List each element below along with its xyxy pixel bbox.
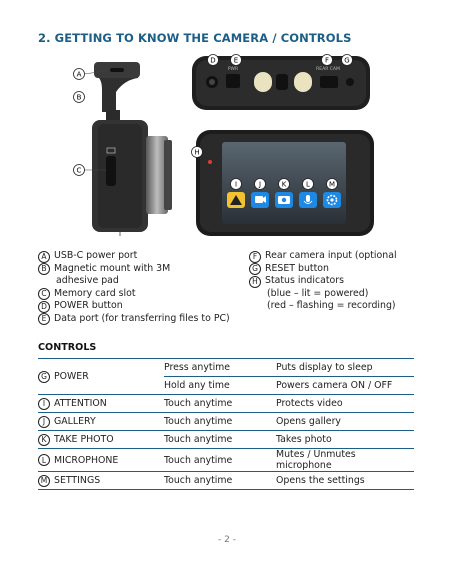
status-led-icon <box>208 160 212 164</box>
callout-l: L <box>306 181 310 189</box>
legend-right: F Rear camera input (optional G RESET bu… <box>249 250 397 313</box>
table-row: J GALLERY Touch anytime Opens gallery <box>38 412 414 431</box>
callout-d: D <box>210 57 215 65</box>
legend-item-g: G RESET button <box>249 262 397 275</box>
callout-g: G <box>344 57 349 65</box>
legend-text: Data port (for transferring files to PC) <box>54 312 230 324</box>
table-row: Hold any time Powers camera ON / OFF <box>38 376 414 395</box>
callout-c: C <box>77 167 82 175</box>
control-result: Puts display to sleep <box>276 358 414 377</box>
table-row: G POWER Press anytime Puts display to sl… <box>38 358 414 395</box>
controls-table: G POWER Press anytime Puts display to sl… <box>38 358 414 490</box>
table-row: M SETTINGS Touch anytime Opens the settin… <box>38 471 414 490</box>
legend-text: Rear camera input (optional <box>265 250 397 261</box>
memory-card-slot-icon <box>106 156 116 186</box>
control-letter: K <box>38 433 50 446</box>
legend-letter: G <box>249 263 261 275</box>
control-action: Press anytime <box>164 358 276 377</box>
gallery-icon <box>251 192 269 208</box>
callout-j: J <box>258 181 261 189</box>
microphone-icon <box>299 192 317 208</box>
legend-item-a: A USB-C power port <box>38 250 230 263</box>
control-letter: L <box>38 454 50 467</box>
legend-letter: B <box>38 263 50 275</box>
attention-icon <box>227 192 245 208</box>
legend-text: POWER button <box>54 300 123 311</box>
camera-top-view: PWR REAR CAM <box>192 56 370 110</box>
control-name: MICROPHONE <box>54 454 119 466</box>
control-result: Protects video <box>276 394 414 413</box>
callout-e: E <box>234 57 238 65</box>
control-result: Opens the settings <box>276 471 414 490</box>
control-name: GALLERY <box>54 416 96 427</box>
control-letter: I <box>38 397 50 410</box>
legend-text: RESET button <box>265 262 329 274</box>
callout-i: I <box>235 181 237 189</box>
control-letter: G <box>38 370 50 383</box>
rear-cam-label: REAR CAM <box>316 66 340 72</box>
control-action: Hold any time <box>164 376 276 395</box>
control-result: Opens gallery <box>276 412 414 431</box>
control-action: Touch anytime <box>164 430 276 449</box>
power-label: PWR <box>228 66 238 72</box>
table-row: K TAKE PHOTO Touch anytime Takes photo <box>38 430 414 449</box>
usb-c-port-icon <box>110 68 124 72</box>
legend-text-continued: adhesive pad <box>56 275 119 286</box>
legend-letter: H <box>249 275 261 288</box>
control-letter: M <box>38 474 50 487</box>
legend-left: A USB-C power port B Magnetic mount with… <box>38 250 230 325</box>
legend-letter: E <box>38 313 50 325</box>
legend-letter: F <box>249 250 261 263</box>
control-name: TAKE PHOTO <box>54 434 114 445</box>
control-name: SETTINGS <box>54 475 101 486</box>
table-row: I ATTENTION Touch anytime Protects video <box>38 394 414 413</box>
legend-item-b: B Magnetic mount with 3M <box>38 262 230 275</box>
control-action: Touch anytime <box>164 471 276 490</box>
legend-text: USB-C power port <box>54 250 138 261</box>
callout-m: M <box>329 181 335 189</box>
table-row: L MICROPHONE Touch anytime Mutes / Unmute… <box>38 448 414 472</box>
legend-item-c: C Memory card slot <box>38 287 230 300</box>
legend-item-f: F Rear camera input (optional <box>249 250 397 263</box>
control-letter: J <box>38 415 50 428</box>
callout-b: B <box>77 94 82 102</box>
control-name: POWER <box>54 371 89 382</box>
callout-h: H <box>194 149 199 157</box>
settings-icon <box>323 192 341 208</box>
control-result: Takes photo <box>276 430 414 449</box>
legend-text: Status indicators <box>265 275 345 286</box>
legend-text-continued: (blue – lit = powered) <box>267 287 369 299</box>
legend-text: Memory card slot <box>54 287 136 299</box>
control-name: ATTENTION <box>54 398 107 409</box>
controls-title: CONTROLS <box>38 342 97 353</box>
legend-item-d: D POWER button <box>38 300 230 313</box>
callout-k: K <box>282 181 287 189</box>
legend-text: Magnetic mount with 3M <box>54 262 171 274</box>
callout-f: F <box>325 57 329 65</box>
legend-letter: A <box>38 250 50 263</box>
legend-letter: D <box>38 300 50 313</box>
legend-letter: C <box>38 288 50 300</box>
control-action: Touch anytime <box>164 412 276 431</box>
legend-item-h: H Status indicators <box>249 275 397 288</box>
callout-a: A <box>77 71 82 79</box>
legend-text-continued: (red – flashing = recording) <box>267 300 396 311</box>
camera-side-view <box>92 62 172 236</box>
page-number: - 2 - <box>218 535 236 545</box>
camera-illustration: PWR REAR CAM <box>73 54 374 236</box>
legend-item-e: E Data port (for transferring files to P… <box>38 312 230 325</box>
control-result: Mutes / Unmutes microphone <box>276 448 414 472</box>
take-photo-icon <box>275 192 293 208</box>
section-title: 2. GETTING TO KNOW THE CAMERA / CONTROLS <box>38 31 352 45</box>
control-action: Touch anytime <box>164 394 276 413</box>
control-result: Powers camera ON / OFF <box>276 376 414 395</box>
control-action: Touch anytime <box>164 448 276 472</box>
